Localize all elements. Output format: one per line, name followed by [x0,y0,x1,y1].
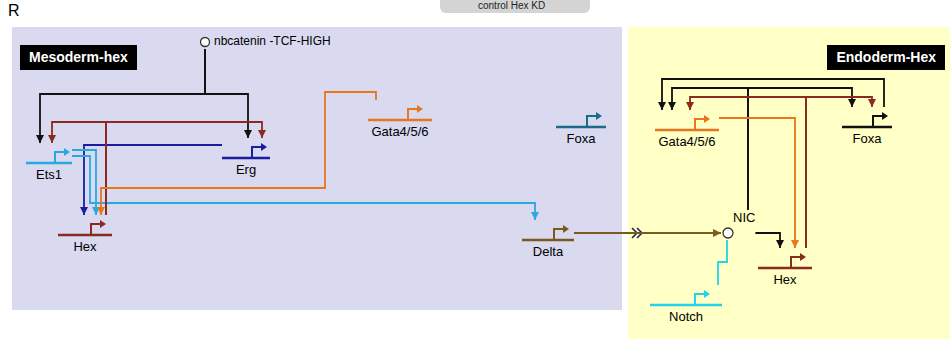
regulatory-link [205,49,248,138]
promoter-arrow [252,147,261,158]
regulatory-link [574,232,721,234]
regulatory-link [672,88,748,210]
gene-name: Foxa [853,131,882,147]
gene-name: Foxa [567,131,596,147]
gene-line [522,239,574,242]
gene-line [842,126,892,129]
gene-name: Ets1 [36,167,62,183]
gene-line [58,234,112,237]
gene-symbol [650,285,722,307]
promoter-arrow [55,152,64,163]
promoter-arrowhead [417,105,423,113]
gene-node: Notch [650,285,722,325]
promoter-arrowhead [596,112,602,120]
regulatory-link [52,122,106,215]
panel-letter: R [8,2,20,20]
regulatory-link [755,233,780,248]
promoter-arrow [695,119,704,130]
promoter-arrowhead [800,253,806,261]
regulatory-link [106,122,262,215]
signal-name: nbcatenin -TCF-HIGH [214,34,331,49]
promoter-arrow [408,109,417,120]
regulatory-link [718,240,727,285]
region-heading: Mesoderm-hex [20,45,137,70]
gene-node: Gata4/5/6 [368,100,432,140]
gene-symbol [58,215,112,237]
regulatory-link [72,150,96,215]
regulatory-link [806,97,872,248]
gene-symbol [522,220,574,242]
promoter-arrow [695,294,704,305]
gene-node: Hex [758,248,812,288]
gene-line [26,162,72,165]
promoter-arrow [554,229,563,240]
gene-line [758,267,812,270]
gene-name: Delta [533,244,563,260]
promoter-arrow [791,257,800,268]
gene-name: Erg [236,162,256,178]
node-circle [721,226,735,240]
image-fragment [440,0,590,13]
gene-line [556,126,606,129]
gene-symbol [842,107,892,129]
gene-node: Ets1 [26,143,72,183]
regulatory-link [662,79,884,110]
input-circle [199,36,211,48]
promoter-arrowhead [704,115,710,123]
region-heading: Endoderm-Hex [827,45,945,70]
image-caption: control Hex KD [478,0,545,11]
gene-symbol [655,110,719,132]
gene-node: Delta [522,220,574,260]
regulatory-link [748,88,852,210]
gene-symbol [26,143,72,165]
gene-node: Gata4/5/6 [655,110,719,150]
gene-name: Notch [669,309,703,325]
region-panel: Gata4/5/6 FoxaNIC Notch Hex Endoderm-Hex [628,27,950,339]
signal-name: NIC [721,210,755,226]
promoter-arrowhead [100,220,106,228]
gene-symbol [368,100,432,122]
promoter-arrow [873,116,882,127]
regulatory-link [101,92,376,215]
signal-node: NIC [721,210,755,240]
gene-node: Erg [222,138,270,178]
input-circle [201,37,210,46]
gene-symbol [222,138,270,160]
region-panel: nbcatenin -TCF-HIGH Ets1 Erg Gata4/5/6 FoxaH… [12,27,622,310]
signal-input: nbcatenin -TCF-HIGH [199,34,331,49]
gene-symbol [556,107,606,129]
gene-node: Foxa [842,107,892,147]
promoter-arrowhead [882,112,888,120]
gene-line [650,304,722,307]
gene-line [222,157,270,160]
promoter-arrowhead [64,148,70,156]
gene-node: Hex [58,215,112,255]
gene-node: Foxa [556,107,606,147]
gene-name: Gata4/5/6 [658,134,715,150]
gene-line [368,119,432,122]
gene-name: Hex [773,272,796,288]
regulatory-link [40,49,205,143]
promoter-arrow [587,116,596,127]
regulatory-link [84,145,222,215]
promoter-arrowhead [563,225,569,233]
regulatory-link [719,118,795,248]
gene-line [655,129,719,132]
promoter-arrowhead [261,143,267,151]
node-circle [723,228,733,238]
gene-symbol [758,248,812,270]
gene-name: Hex [73,239,96,255]
promoter-arrowhead [704,290,710,298]
promoter-arrow [91,224,100,235]
gene-name: Gata4/5/6 [371,124,428,140]
regulatory-link [690,97,806,248]
